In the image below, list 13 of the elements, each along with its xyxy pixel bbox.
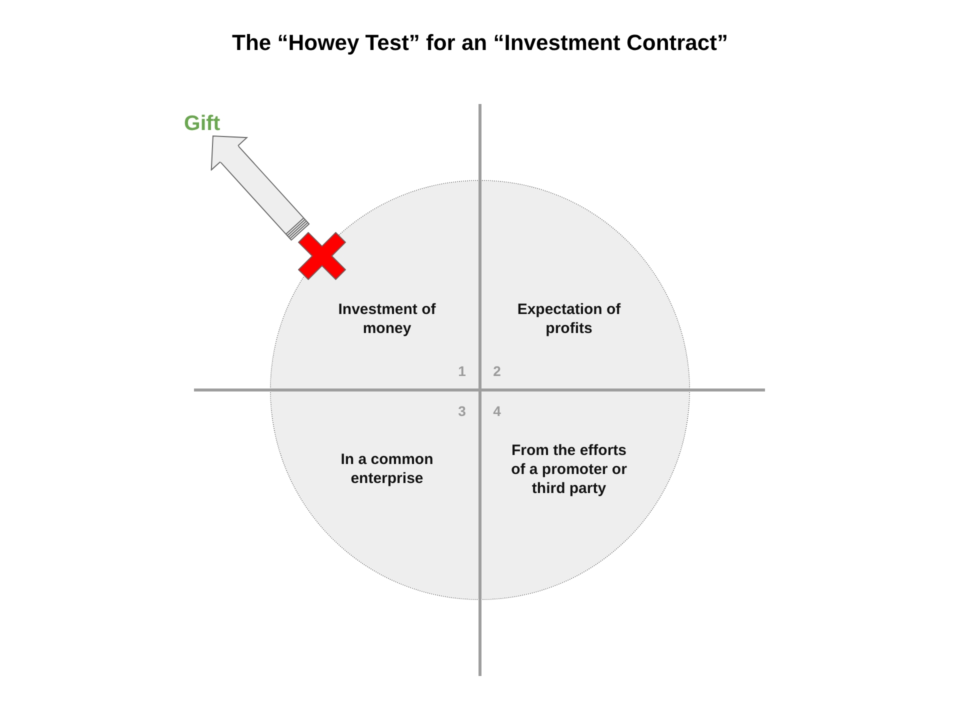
cross-icon [298,232,346,280]
quadrant-label: Expectation of profits [516,300,622,338]
quadrant-label: In a common enterprise [340,450,434,488]
quadrant-number: 3 [457,402,467,420]
quadrant-label: Investment of money [337,300,437,338]
outcome-label: Gift [184,112,220,136]
quadrant-number: 2 [492,362,502,380]
quadrant-label: From the efforts of a promoter or third party [510,441,628,498]
dotted-circle [270,180,690,600]
block-arrow [210,136,310,241]
diagram-title: The “Howey Test” for an “Investment Contract” [232,30,728,56]
quadrant-number: 4 [492,402,502,420]
quadrant-number: 1 [457,362,467,380]
